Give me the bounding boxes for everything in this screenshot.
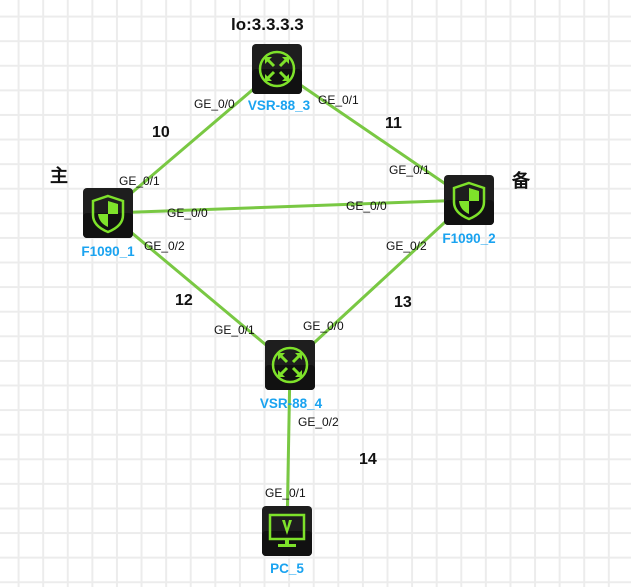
link-f1-f2[interactable] [107,198,470,215]
port-label: GE_0/2 [298,415,339,429]
device-name-label: VSR-88_3 [248,98,311,113]
link-number-label: 14 [359,451,377,468]
device-pc5[interactable] [262,506,312,556]
port-label: GE_0/1 [119,174,160,188]
link-f1-sr4[interactable] [107,211,291,367]
link-sr3-f1[interactable] [107,67,278,215]
shield-icon [91,194,125,234]
port-label: GE_0/1 [214,323,255,337]
port-label: GE_0/2 [144,239,185,253]
device-f1[interactable] [83,188,133,238]
port-label: GE_0/1 [265,486,306,500]
device-sr4[interactable] [265,340,315,390]
device-sr3[interactable] [252,44,302,94]
shield-icon [452,181,486,221]
port-label: GE_0/0 [194,97,235,111]
device-name-label: VSR-88_4 [260,396,323,411]
monitor-icon [268,513,306,547]
backup-annotation: 备 [511,170,531,192]
link-sr4-pc5[interactable] [285,364,292,532]
loopback-annotation: lo:3.3.3.3 [231,15,304,34]
device-name-label: F1090_2 [442,231,495,246]
device-f2[interactable] [444,175,494,225]
link-number-label: 12 [175,292,193,309]
link-number-label: 11 [385,115,402,132]
port-label: GE_0/1 [318,93,359,107]
port-label: GE_0/0 [303,319,344,333]
router-icon [258,50,296,88]
primary-annotation: 主 [50,165,68,187]
device-name-label: F1090_1 [81,244,135,259]
router-icon [271,346,309,384]
port-label: GE_0/0 [167,206,208,220]
port-label: GE_0/0 [346,199,387,213]
port-label: GE_0/2 [386,239,427,253]
port-label: GE_0/1 [389,163,430,177]
link-f2-sr4[interactable] [288,198,471,367]
link-number-label: 13 [394,294,412,311]
device-name-label: PC_5 [270,561,304,576]
link-number-label: 10 [152,124,170,141]
link-sr3-f2[interactable] [276,67,470,202]
